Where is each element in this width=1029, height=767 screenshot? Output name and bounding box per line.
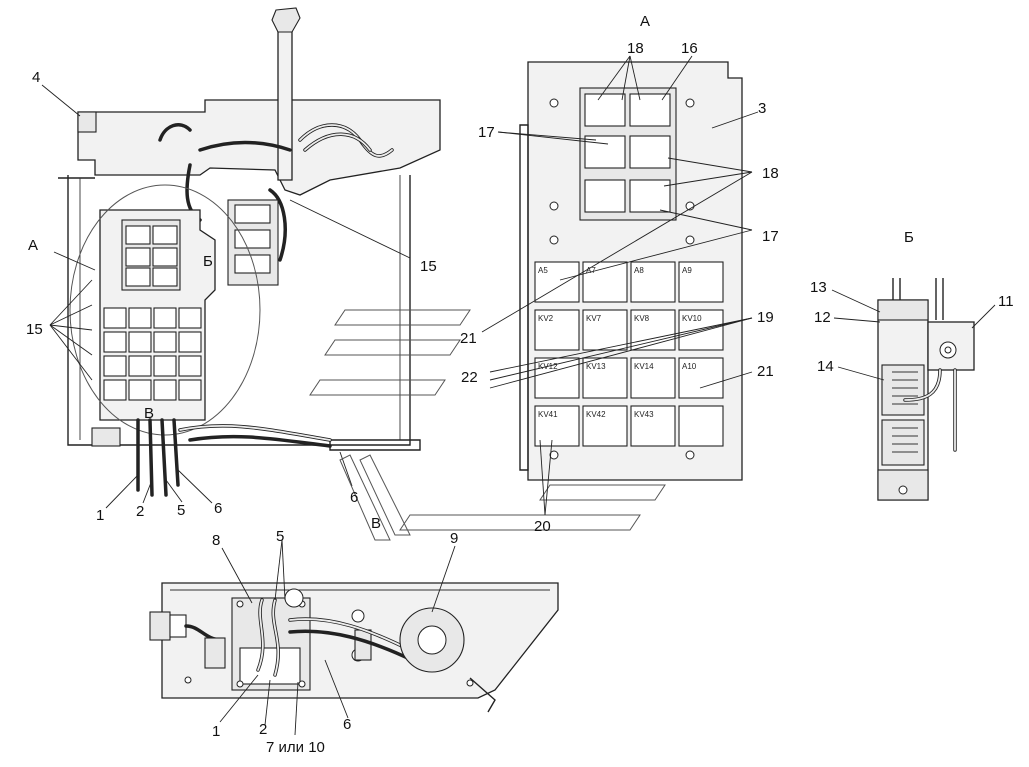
view-v-arrow-label: В xyxy=(371,515,381,532)
relay-label: A10 xyxy=(682,362,697,371)
relay-cell-kv42 xyxy=(582,405,628,447)
relay-label: KV7 xyxy=(586,314,602,323)
bracket-plate-4 xyxy=(77,111,97,133)
callout-21-right: 21 xyxy=(757,363,774,380)
bottom-clamp xyxy=(91,427,121,447)
view-b-title: Б xyxy=(904,229,914,246)
callout-19: 19 xyxy=(757,309,774,326)
callout-8: 8 xyxy=(212,532,220,549)
callout-17-right: 17 xyxy=(762,228,779,245)
cable-clip xyxy=(204,637,226,669)
view-b-marker: Б xyxy=(203,253,213,270)
callout-9: 9 xyxy=(450,530,458,547)
relay-label: KV14 xyxy=(634,362,654,371)
relay-cell-kv2 xyxy=(534,309,580,351)
callout-21-left: 21 xyxy=(460,330,477,347)
relay-cell-a9 xyxy=(678,261,724,303)
relay-cell-kv7 xyxy=(582,309,628,351)
callout-2-top: 2 xyxy=(136,503,144,520)
relay-cell-kv41 xyxy=(534,405,580,447)
callout-14: 14 xyxy=(817,358,834,375)
relay-cell-a5 xyxy=(534,261,580,303)
callout-16: 16 xyxy=(681,40,698,57)
callout-15-right: 15 xyxy=(420,258,437,275)
upper-harness-bracket xyxy=(77,99,441,196)
relay-cell-kv12 xyxy=(534,357,580,399)
callout-6-top: 6 xyxy=(214,500,222,517)
bottom-view-v xyxy=(149,539,559,736)
callout-3: 3 xyxy=(758,100,766,117)
relay-label: KV10 xyxy=(682,314,702,323)
relay-cell-a7 xyxy=(582,261,628,303)
relay-label: KV2 xyxy=(538,314,554,323)
callout-7-or-10: 7 или 10 xyxy=(266,739,325,756)
callout-20: 20 xyxy=(534,518,551,535)
callout-18-top: 18 xyxy=(627,40,644,57)
relay-label: KV43 xyxy=(634,410,654,419)
callout-6-mid: 6 xyxy=(350,489,358,506)
relay-label: A8 xyxy=(634,266,644,275)
main-view-leaders xyxy=(41,84,411,509)
terminal-strips xyxy=(892,371,918,453)
callout-1-top: 1 xyxy=(96,507,104,524)
clamp-block-7-10 xyxy=(231,597,311,691)
view-b-leaders xyxy=(831,289,996,381)
callout-17-top: 17 xyxy=(478,124,495,141)
left-box-relay-grid xyxy=(103,307,202,401)
view-b-detail xyxy=(831,278,996,501)
post-handle xyxy=(271,7,301,33)
callout-15-left: 15 xyxy=(26,321,43,338)
view-a-leaders xyxy=(481,55,759,516)
left-electrical-box xyxy=(99,209,216,421)
relay-label: KV41 xyxy=(538,410,558,419)
relay-cell-kv8 xyxy=(630,309,676,351)
relay-label: KV13 xyxy=(586,362,606,371)
callout-4: 4 xyxy=(32,69,40,86)
relay-cell-kv43 xyxy=(630,405,676,447)
callout-22: 22 xyxy=(461,369,478,386)
view-a-panel: A5 A7 A8 A9 KV2 KV7 KV8 KV10 KV12 KV13 K… xyxy=(481,55,759,516)
callout-18-right: 18 xyxy=(762,165,779,182)
callout-2-bottom: 2 xyxy=(259,721,267,738)
view-v-marker: В xyxy=(144,405,154,422)
plate-mounting-holes xyxy=(549,98,695,460)
relay-cell-kv14 xyxy=(630,357,676,399)
relay-label: A7 xyxy=(586,266,596,275)
cable-reel-9 xyxy=(399,607,465,673)
callout-11: 11 xyxy=(998,293,1014,310)
callout-5-top: 5 xyxy=(177,502,185,519)
callout-5-bottom: 5 xyxy=(276,528,284,545)
relay-label: A9 xyxy=(682,266,692,275)
view-a-boundary xyxy=(69,184,261,436)
relay-cell-a10 xyxy=(678,357,724,399)
outgoing-cables xyxy=(136,418,332,497)
vertical-post xyxy=(277,29,293,181)
main-assembly-view xyxy=(41,7,441,509)
relay-cell-empty xyxy=(678,405,724,447)
callout-labels: 4 А 15 15 Б В 1 2 5 6 6 В А 18 16 3 17 1… xyxy=(26,13,1014,756)
relay-label: KV8 xyxy=(634,314,650,323)
callout-12: 12 xyxy=(814,309,831,326)
fuse-block-16 xyxy=(579,87,677,221)
left-box-fuse-cells xyxy=(125,225,178,287)
callout-13: 13 xyxy=(810,279,827,296)
relay-cell-kv13 xyxy=(582,357,628,399)
view-a-title: А xyxy=(640,13,650,30)
bottom-view-leaders xyxy=(219,539,456,736)
relay-label: KV42 xyxy=(586,410,606,419)
view-a-marker: А xyxy=(28,237,38,254)
relay-grid xyxy=(534,261,724,447)
bottom-harnesses xyxy=(256,598,414,677)
callout-6-bottom: 6 xyxy=(343,716,351,733)
relay-label: A5 xyxy=(538,266,548,275)
relay-cell-a8 xyxy=(630,261,676,303)
relay-cluster-15 xyxy=(227,199,279,286)
cable-clip-right xyxy=(354,629,372,661)
callout-1-bottom: 1 xyxy=(212,723,220,740)
